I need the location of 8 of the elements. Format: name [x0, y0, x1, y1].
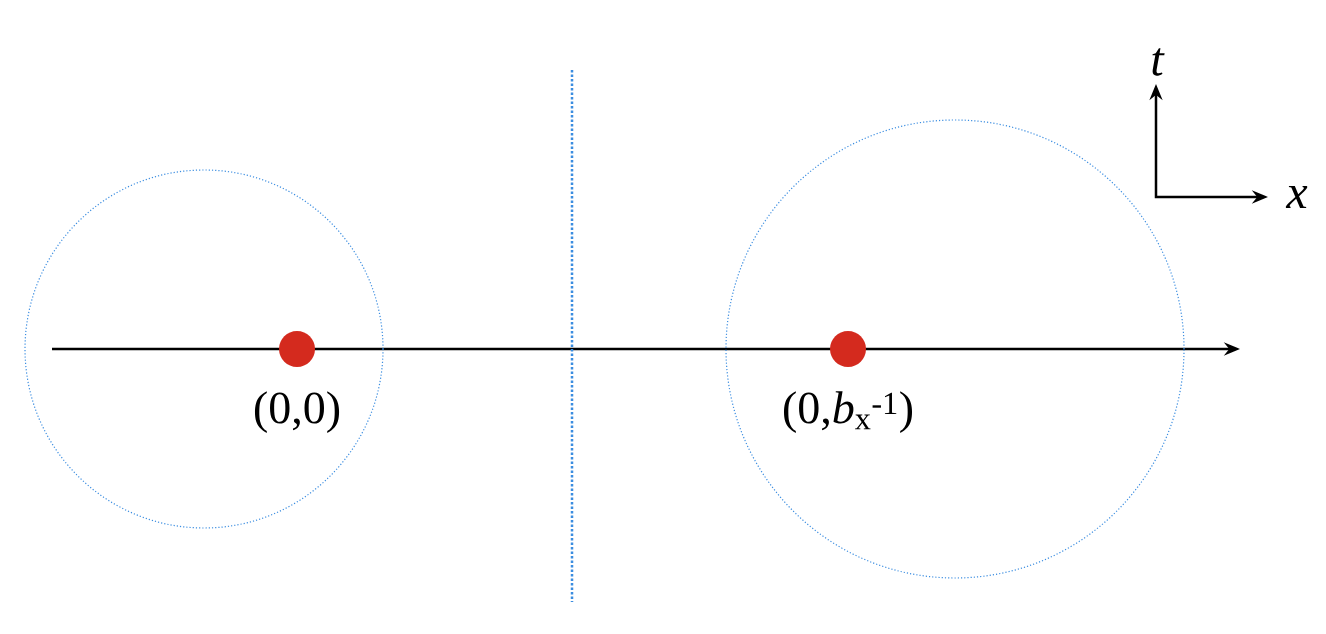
- axis-label: x: [1285, 186, 1308, 208]
- axis-label: t: [1152, 48, 1165, 76]
- dotted-circle: [725, 119, 1185, 579]
- point-marker: [279, 331, 315, 367]
- coordinate-label: (0,b$_{x}$$^{-1}$): [784, 391, 912, 433]
- dotted-circle: [24, 169, 384, 529]
- coordinate-label: (0,0): [254, 391, 340, 433]
- point-marker: [830, 331, 866, 367]
